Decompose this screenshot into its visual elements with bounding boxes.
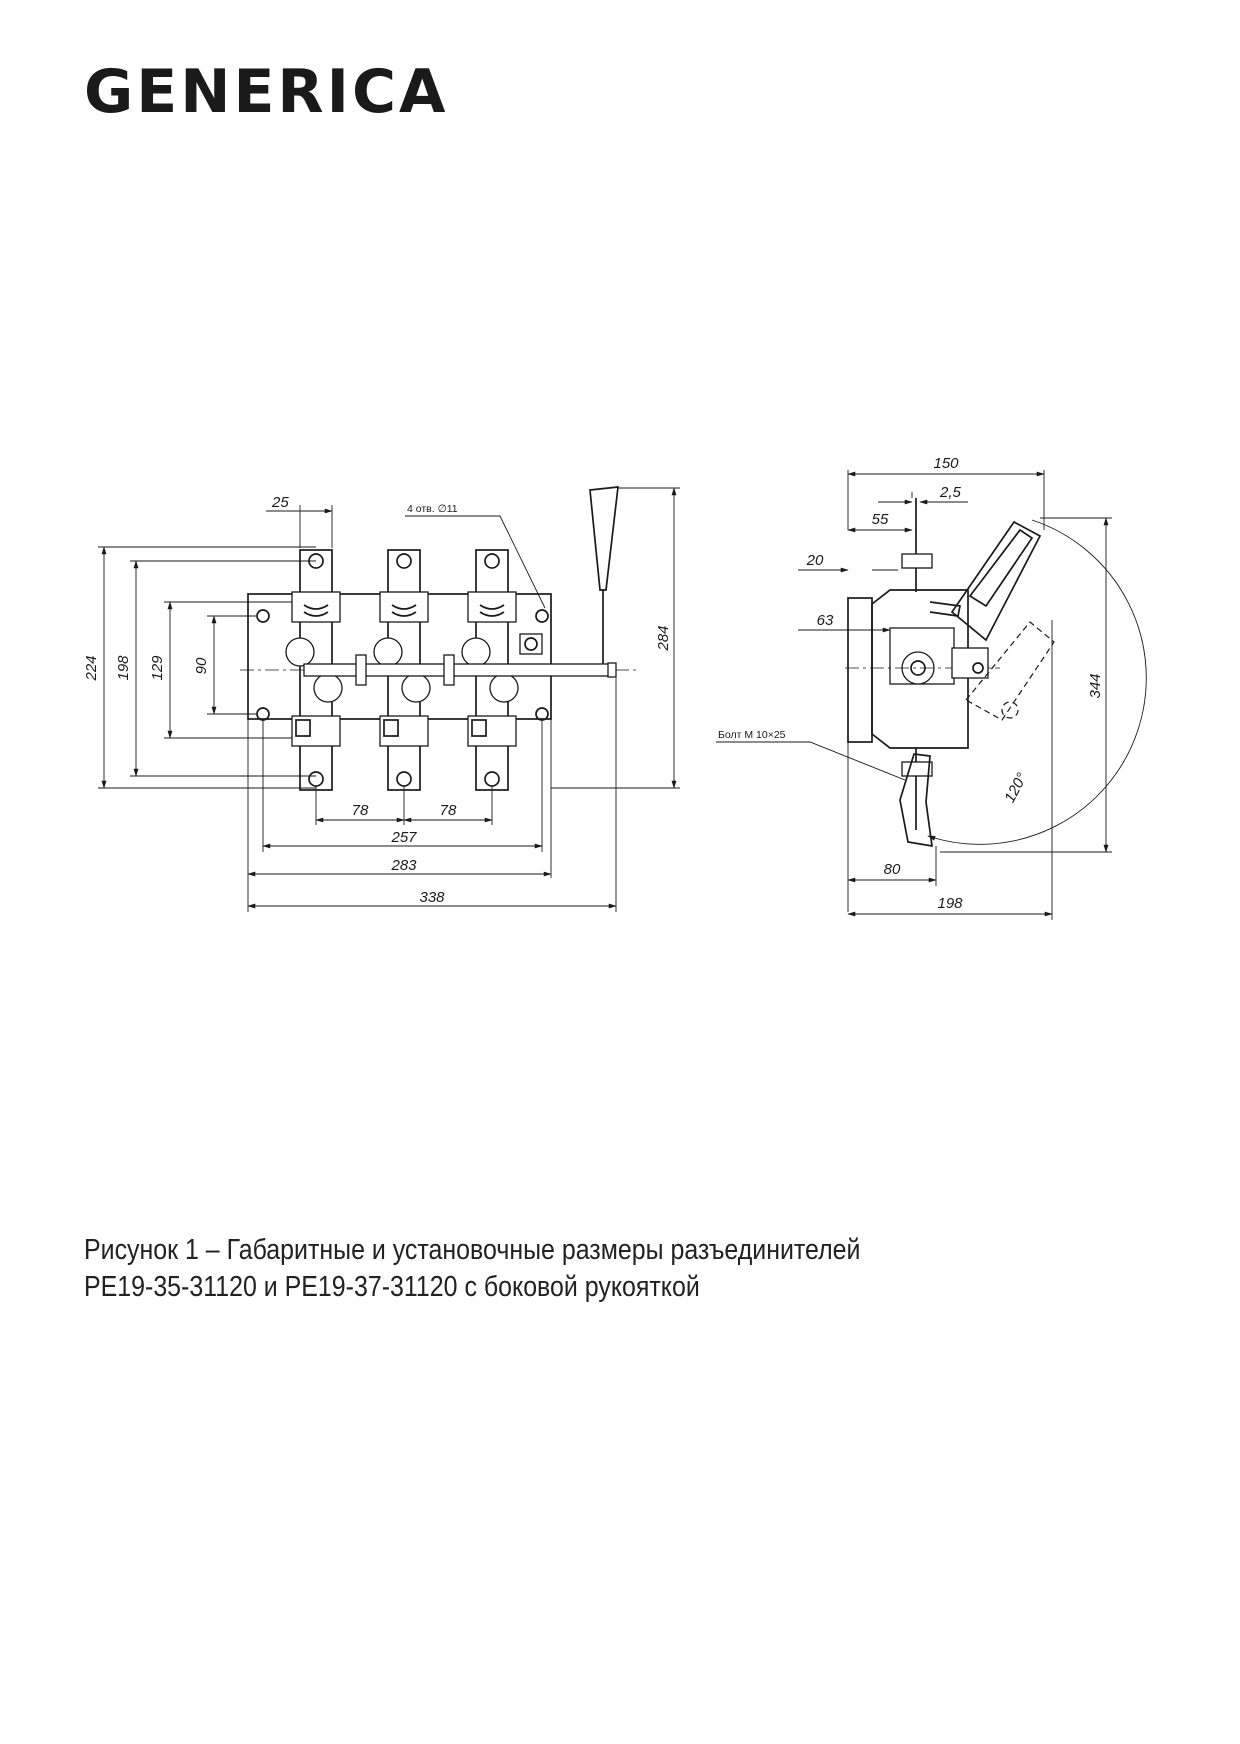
dim-2-5: 2,5 bbox=[939, 484, 962, 501]
caption-line-1: Рисунок 1 – Габаритные и установочные ра… bbox=[84, 1234, 861, 1266]
dim-344: 344 bbox=[1087, 673, 1104, 698]
dim-120-deg: 120° bbox=[1001, 770, 1031, 805]
dim-20: 20 bbox=[806, 552, 824, 569]
brand-logo: GENERICA bbox=[84, 57, 449, 127]
bolt-note: Болт М 10×25 bbox=[718, 729, 786, 741]
dim-338: 338 bbox=[419, 889, 445, 906]
dim-129: 129 bbox=[149, 655, 166, 681]
dim-78-right: 78 bbox=[440, 802, 457, 819]
dim-198: 198 bbox=[115, 655, 132, 681]
holes-note: 4 отв. ∅11 bbox=[407, 503, 458, 515]
dim-55: 55 bbox=[872, 511, 889, 528]
figure-caption: Рисунок 1 – Габаритные и установочные ра… bbox=[84, 1232, 860, 1306]
dim-284: 284 bbox=[655, 625, 672, 651]
dim-150: 150 bbox=[933, 455, 959, 472]
dim-224: 224 bbox=[83, 655, 100, 681]
dim-25: 25 bbox=[271, 494, 289, 511]
dim-63: 63 bbox=[817, 612, 834, 629]
side-view: 150 2,5 55 20 63 Болт М 10×25 344 120° 8… bbox=[716, 455, 1147, 920]
pole-1 bbox=[285, 549, 343, 791]
dim-283: 283 bbox=[390, 857, 417, 874]
dim-78-left: 78 bbox=[352, 802, 369, 819]
dim-257: 257 bbox=[390, 829, 417, 846]
caption-line-2: РЕ19-35-31120 и РЕ19-37-31120 с боковой … bbox=[84, 1271, 700, 1303]
dim-198-side: 198 bbox=[937, 895, 963, 912]
front-view: 25 4 отв. ∅11 224 198 129 90 284 78 78 2… bbox=[83, 486, 680, 912]
dim-80: 80 bbox=[884, 861, 901, 878]
dim-90: 90 bbox=[193, 657, 210, 674]
